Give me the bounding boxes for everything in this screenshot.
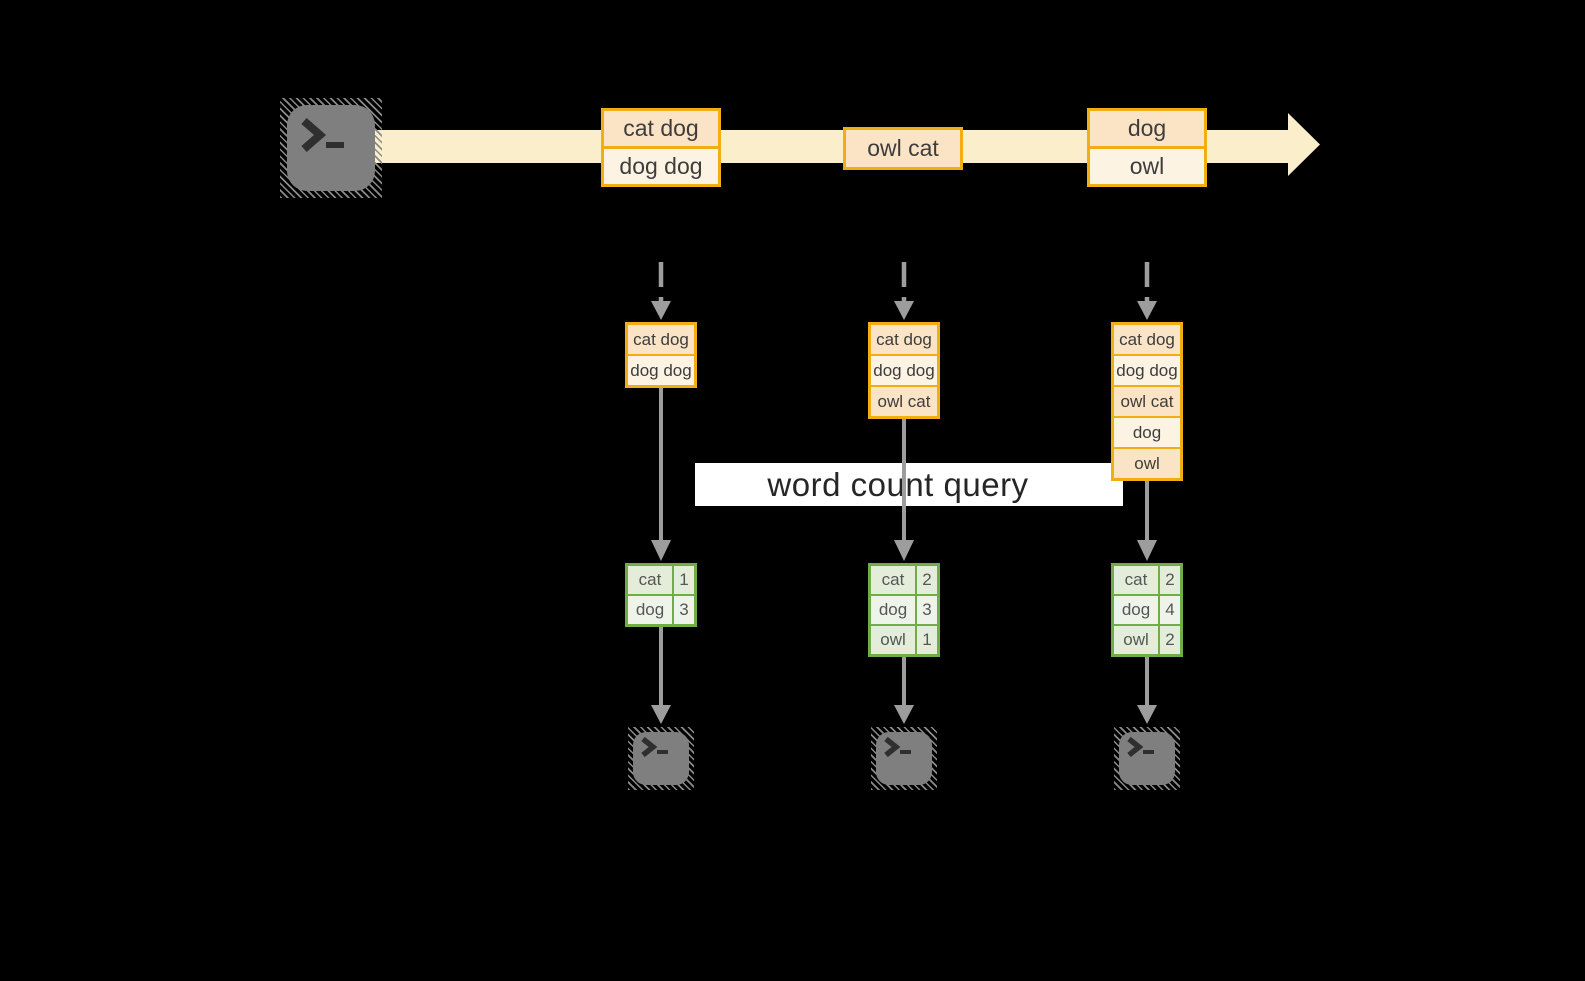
stream-record: owl <box>1090 149 1204 184</box>
stream-record: dog <box>1090 111 1204 146</box>
stream-batch-1: cat dog dog dog <box>601 108 721 187</box>
pane-2: cat dog dog dog owl cat <box>868 322 940 419</box>
count-cell: 3 <box>674 596 694 624</box>
stream-batch-3: dog owl <box>1087 108 1207 187</box>
pane-record: owl <box>1114 449 1180 478</box>
source-terminal-icon <box>280 98 382 198</box>
stream-batch-2: owl cat <box>843 127 963 170</box>
count-cell: 1 <box>674 566 694 594</box>
word-cell: owl <box>1114 626 1158 654</box>
query-band: word count query <box>695 463 1123 506</box>
table-row: dog 3 <box>628 596 694 624</box>
word-cell: cat <box>871 566 915 594</box>
stream-record: owl cat <box>846 130 960 167</box>
trigger-arrow-1 <box>651 262 671 320</box>
pane-record: cat dog <box>1114 325 1180 354</box>
pane-record: owl cat <box>871 387 937 416</box>
pane-to-table-arrow-3 <box>1137 481 1157 561</box>
pane-record: cat dog <box>871 325 937 354</box>
word-cell: dog <box>871 596 915 624</box>
word-cell: dog <box>628 596 672 624</box>
table-row: owl 2 <box>1114 626 1180 654</box>
count-cell: 3 <box>917 596 937 624</box>
count-cell: 2 <box>1160 566 1180 594</box>
count-cell: 2 <box>1160 626 1180 654</box>
table-to-sink-arrow-2 <box>894 657 914 724</box>
table-row: owl 1 <box>871 626 937 654</box>
terminal-prompt-icon <box>1127 736 1154 758</box>
query-label: word count query <box>767 465 1029 503</box>
pane-1: cat dog dog dog <box>625 322 697 388</box>
terminal-prompt-icon <box>301 117 344 153</box>
stream-record: cat dog <box>604 111 718 146</box>
table-row: cat 2 <box>871 566 937 594</box>
stream-record: dog dog <box>604 149 718 184</box>
sink-terminal-icon-2 <box>871 727 937 790</box>
result-table-2: cat 2 dog 3 owl 1 <box>868 563 940 657</box>
table-to-sink-arrow-3 <box>1137 657 1157 724</box>
terminal-prompt-icon <box>641 736 668 758</box>
terminal-prompt-icon <box>884 736 911 758</box>
table-row: cat 1 <box>628 566 694 594</box>
pane-record: dog dog <box>871 356 937 385</box>
trigger-arrow-2 <box>894 262 914 320</box>
result-table-1: cat 1 dog 3 <box>625 563 697 627</box>
pane-record: dog dog <box>1114 356 1180 385</box>
pane-to-table-arrow-1 <box>651 388 671 561</box>
trigger-arrow-3 <box>1137 262 1157 320</box>
word-cell: cat <box>1114 566 1158 594</box>
pane-to-table-arrow-2 <box>894 419 914 561</box>
count-cell: 2 <box>917 566 937 594</box>
pane-record: owl cat <box>1114 387 1180 416</box>
table-row: cat 2 <box>1114 566 1180 594</box>
count-cell: 1 <box>917 626 937 654</box>
stream-arrowhead-icon <box>1288 113 1320 176</box>
pane-record: dog <box>1114 418 1180 447</box>
pane-3: cat dog dog dog owl cat dog owl <box>1111 322 1183 481</box>
result-table-3: cat 2 dog 4 owl 2 <box>1111 563 1183 657</box>
sink-terminal-icon-1 <box>628 727 694 790</box>
pane-record: cat dog <box>628 325 694 354</box>
word-cell: owl <box>871 626 915 654</box>
table-row: dog 3 <box>871 596 937 624</box>
word-cell: cat <box>628 566 672 594</box>
pane-record: dog dog <box>628 356 694 385</box>
sink-terminal-icon-3 <box>1114 727 1180 790</box>
word-cell: dog <box>1114 596 1158 624</box>
table-row: dog 4 <box>1114 596 1180 624</box>
count-cell: 4 <box>1160 596 1180 624</box>
table-to-sink-arrow-1 <box>651 627 671 724</box>
